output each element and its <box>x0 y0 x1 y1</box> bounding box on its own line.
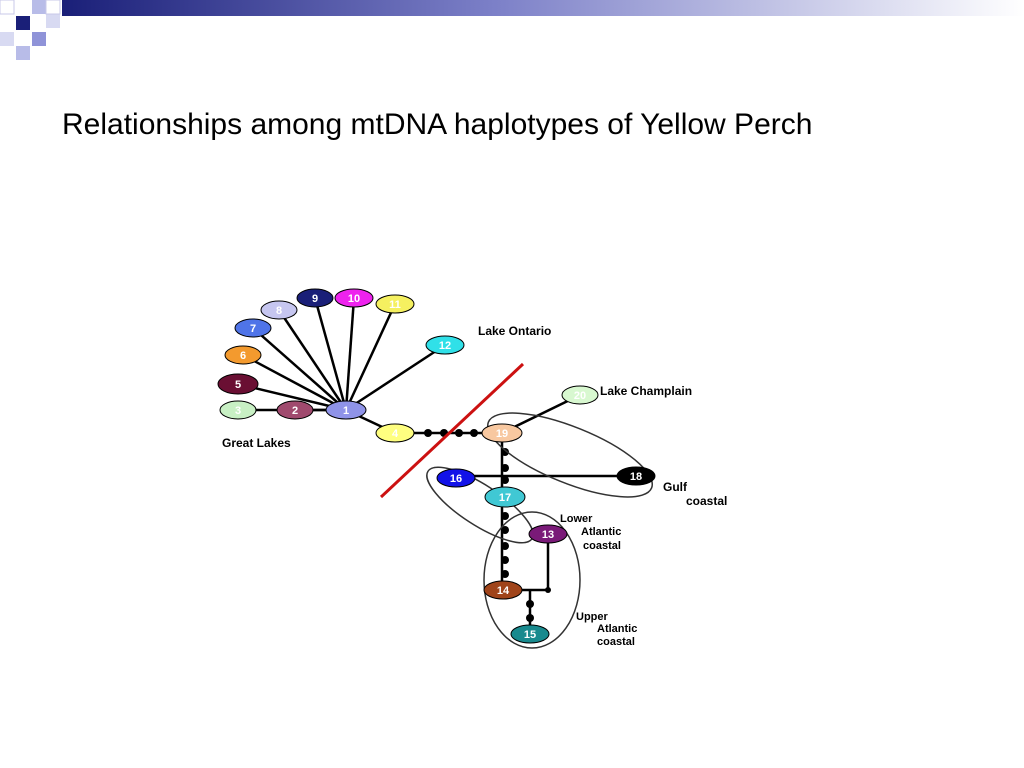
haplotype-node-12: 12 <box>425 335 465 355</box>
region-label-lower-line3: coastal <box>583 540 621 552</box>
lower-atlantic-ellipse <box>426 466 534 544</box>
svg-text:6: 6 <box>240 350 246 362</box>
svg-text:9: 9 <box>312 293 318 305</box>
haplotype-node-3: 3 <box>219 400 257 420</box>
haplotype-node-10: 10 <box>334 288 374 308</box>
svg-text:17: 17 <box>499 492 511 504</box>
svg-text:4: 4 <box>392 428 399 440</box>
slide-corner-decoration <box>0 0 1024 60</box>
region-label-lake-ontario: Lake Ontario <box>478 324 551 338</box>
gulf-coastal-ellipse <box>486 412 654 498</box>
region-label-upper-line3: coastal <box>597 636 635 648</box>
region-label-lake-champlain: Lake Champlain <box>600 384 692 398</box>
svg-text:7: 7 <box>250 323 256 335</box>
barrier-divider-line <box>379 362 525 499</box>
region-label-lower-line2: Atlantic <box>581 526 621 538</box>
haplotype-node-5: 5 <box>217 373 259 395</box>
header-gradient-bar <box>62 0 1024 16</box>
svg-text:3: 3 <box>235 405 241 417</box>
region-label-gulf-line1: Gulf <box>663 480 688 494</box>
haplotype-node-17: 17 <box>484 486 526 508</box>
svg-text:14: 14 <box>497 585 510 597</box>
svg-text:8: 8 <box>276 305 282 317</box>
region-label-great-lakes: Great Lakes <box>222 436 291 450</box>
haplotype-node-7: 7 <box>234 318 272 338</box>
svg-text:19: 19 <box>496 428 508 440</box>
haplotype-node-9: 9 <box>296 288 334 308</box>
region-label-upper-line1: Upper <box>576 611 609 623</box>
region-label-upper-line2: Atlantic <box>597 623 637 635</box>
svg-text:20: 20 <box>574 390 586 402</box>
svg-text:16: 16 <box>450 473 462 485</box>
haplotype-node-19: 19 <box>481 423 523 443</box>
svg-text:18: 18 <box>630 471 642 483</box>
haplotype-node-13: 13 <box>528 524 568 544</box>
haplotype-node-20: 20 <box>561 385 599 405</box>
region-label-lower-line1: Lower <box>560 513 593 525</box>
haplotype-node-2: 2 <box>276 400 314 420</box>
svg-text:11: 11 <box>389 299 401 311</box>
upper-atlantic-ellipse <box>483 511 581 649</box>
svg-text:2: 2 <box>292 405 298 417</box>
region-label-gulf-line2: coastal <box>686 494 727 508</box>
haplotype-node-16: 16 <box>436 468 476 488</box>
svg-text:10: 10 <box>348 293 360 305</box>
haplotype-node-11: 11 <box>375 294 415 314</box>
mutation-steps <box>424 429 551 622</box>
haplotype-node-8: 8 <box>260 300 298 320</box>
haplotype-node-6: 6 <box>224 345 262 365</box>
svg-text:1: 1 <box>343 405 349 417</box>
haplotype-node-14: 14 <box>483 580 523 600</box>
svg-text:12: 12 <box>439 340 451 352</box>
haplotype-node-1: 1 <box>325 400 367 420</box>
svg-text:15: 15 <box>524 629 536 641</box>
haplotype-node-15: 15 <box>510 624 550 644</box>
svg-text:13: 13 <box>542 529 554 541</box>
haplotype-node-18: 18 <box>616 466 656 486</box>
haplotype-node-4: 4 <box>375 423 415 443</box>
slide-title: Relationships among mtDNA haplotypes of … <box>62 108 813 141</box>
svg-text:5: 5 <box>235 379 241 391</box>
